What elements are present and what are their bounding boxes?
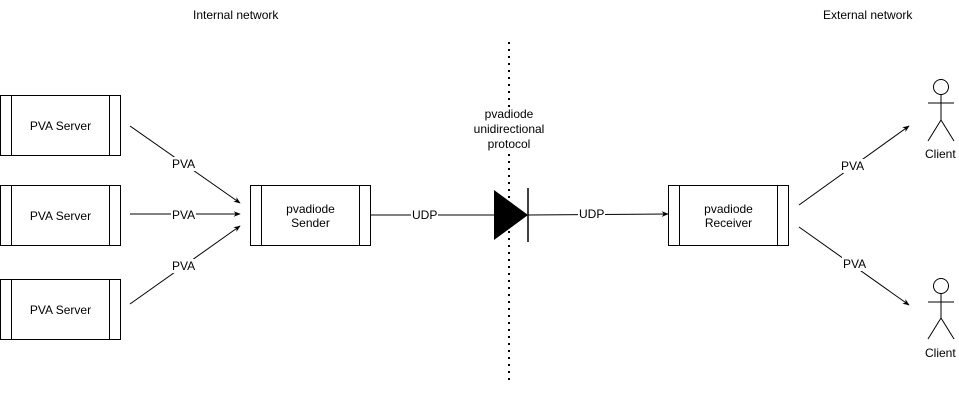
protocol-label-line: protocol <box>487 137 531 151</box>
pva-server-label: PVA Server <box>29 208 92 223</box>
pva-server-label: PVA Server <box>29 302 92 317</box>
pva-server-box: PVA Server <box>0 279 121 340</box>
sender-role-line: Sender <box>291 215 330 230</box>
edge-label-udp: UDP <box>578 207 606 221</box>
edge-label-pva: PVA <box>842 257 868 271</box>
sender-name-line: pvadiode <box>286 201 335 216</box>
edge-label-pva: PVA <box>840 159 866 173</box>
receiver-name-line: pvadiode <box>704 201 753 216</box>
edge-label-pva: PVA <box>171 259 197 273</box>
internal-network-label: Internal network <box>193 8 279 22</box>
pva-server-box: PVA Server <box>0 185 121 246</box>
client-actor-icon <box>927 278 955 340</box>
external-network-label: External network <box>823 8 913 22</box>
protocol-label-line: unidirectional <box>473 122 545 136</box>
edge-label-udp: UDP <box>411 208 439 222</box>
client-label: Client <box>925 147 956 161</box>
client-actor-icon <box>927 79 955 142</box>
edge-label-pva: PVA <box>171 208 197 222</box>
pva-server-box: PVA Server <box>0 95 121 156</box>
diode-symbol <box>494 188 529 242</box>
pva-server-label: PVA Server <box>29 118 92 133</box>
client-label: Client <box>925 346 956 360</box>
protocol-label-line: pvadiode <box>484 107 534 121</box>
receiver-role-line: Receiver <box>704 215 753 230</box>
protocol-label: pvadiode unidirectional protocol <box>462 107 556 152</box>
edge-label-pva: PVA <box>171 157 197 171</box>
